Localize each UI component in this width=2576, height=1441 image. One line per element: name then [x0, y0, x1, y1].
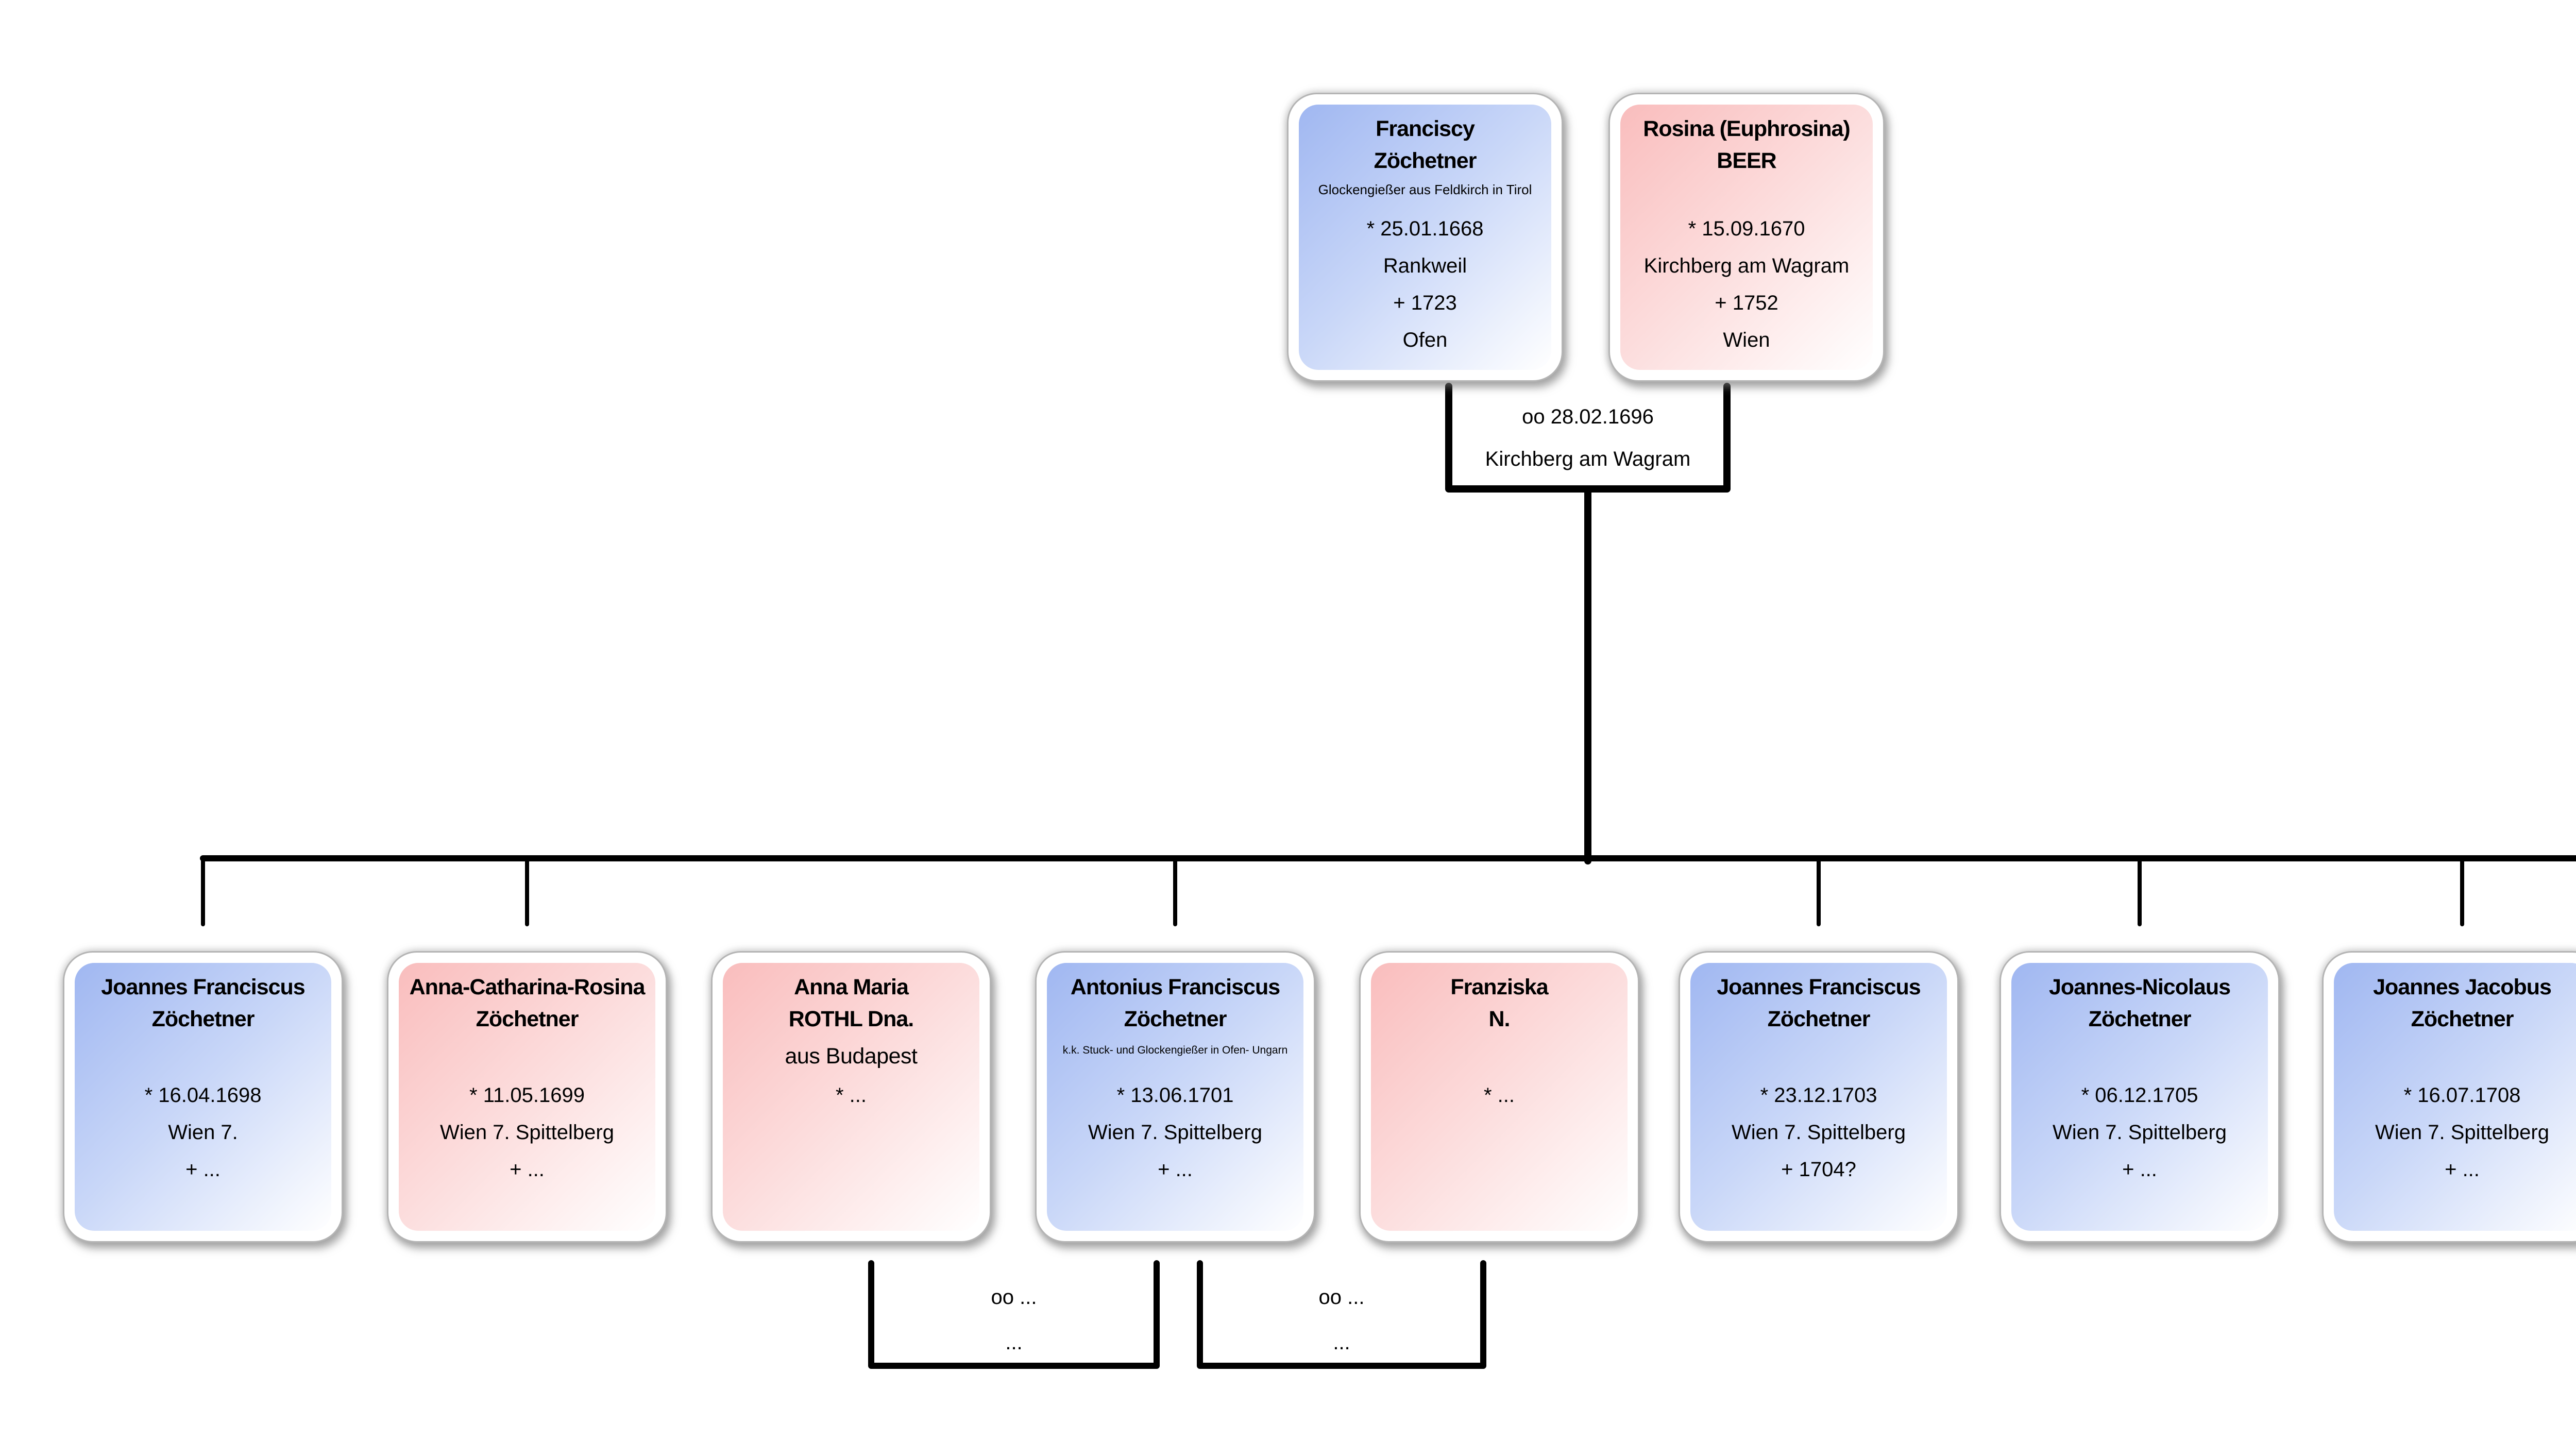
person-card-child-5: Joannes-Nicolaus Zöchetner * 06.12.1705 …: [1999, 951, 2280, 1243]
person-card-spouse-1: Anna Maria ROTHL Dna. aus Budapest * ...: [711, 951, 991, 1243]
person-panel: Antonius Franciscus Zöchetner k.k. Stuck…: [1047, 963, 1303, 1231]
person-name: Rosina (Euphrosina) BEER: [1643, 116, 1850, 173]
second-marriage-bracket: [1197, 1260, 1486, 1369]
person-dates: * 25.01.1668 Rankweil + 1723 Ofen: [1366, 217, 1484, 351]
person-dates: * 11.05.1699 Wien 7. Spittelberg + ...: [440, 1084, 614, 1181]
second-marriage-label: oo ... ...: [1318, 1286, 1365, 1354]
person-card-child-3: Antonius Franciscus Zöchetner k.k. Stuck…: [1035, 951, 1315, 1243]
person-name: Franziska N.: [1450, 975, 1548, 1031]
person-card-child-6: Joannes Jacobus Zöchetner * 16.07.1708 W…: [2322, 951, 2576, 1243]
person-name: Franciscy Zöchetner: [1374, 116, 1477, 173]
person-origin: aus Budapest: [785, 1044, 918, 1069]
person-dates: * 13.06.1701 Wien 7. Spittelberg + ...: [1088, 1084, 1262, 1181]
person-dates: * ...: [835, 1084, 867, 1107]
person-dates: * 15.09.1670 Kirchberg am Wagram + 1752 …: [1643, 217, 1850, 351]
person-panel: Joannes Franciscus Zöchetner * 23.12.170…: [1690, 963, 1947, 1231]
person-name: Anna Maria ROTHL Dna.: [788, 975, 914, 1031]
person-name: Joannes Jacobus Zöchetner: [2373, 975, 2552, 1031]
person-panel: Franziska N. * ...: [1371, 963, 1628, 1231]
first-marriage-bracket: [868, 1260, 1160, 1369]
person-dates: * 16.04.1698 Wien 7. + ...: [144, 1084, 262, 1181]
person-panel: Anna-Catharina-Rosina Zöchetner * 11.05.…: [399, 963, 655, 1231]
person-name: Anna-Catharina-Rosina Zöchetner: [409, 975, 646, 1031]
person-panel: Joannes-Nicolaus Zöchetner * 06.12.1705 …: [2011, 963, 2268, 1231]
parents-marriage-label: oo 28.02.1696 Kirchberg am Wagram: [1485, 405, 1691, 470]
person-card-child-1: Joannes Franciscus Zöchetner * 16.04.169…: [63, 951, 343, 1243]
person-name: Joannes Franciscus Zöchetner: [101, 975, 305, 1031]
person-name: Joannes Franciscus Zöchetner: [1717, 975, 1921, 1031]
person-occupation: Glockengießer aus Feldkirch in Tirol: [1318, 182, 1532, 197]
person-card-child-2: Anna-Catharina-Rosina Zöchetner * 11.05.…: [387, 951, 667, 1243]
person-card-father: Franciscy Zöchetner Glockengießer aus Fe…: [1287, 93, 1563, 382]
person-card-mother: Rosina (Euphrosina) BEER * 15.09.1670 Ki…: [1608, 93, 1885, 382]
person-card-spouse-2: Franziska N. * ...: [1359, 951, 1639, 1243]
person-name: Antonius Franciscus Zöchetner: [1070, 975, 1280, 1031]
person-card-child-4: Joannes Franciscus Zöchetner * 23.12.170…: [1679, 951, 1959, 1243]
first-marriage-label: oo ... ...: [991, 1286, 1037, 1354]
person-panel: Anna Maria ROTHL Dna. aus Budapest * ...: [723, 963, 979, 1231]
person-panel: Joannes Franciscus Zöchetner * 16.04.169…: [75, 963, 331, 1231]
person-panel: Joannes Jacobus Zöchetner * 16.07.1708 W…: [2334, 963, 2576, 1231]
person-dates: * 06.12.1705 Wien 7. Spittelberg + ...: [2053, 1084, 2227, 1181]
person-name: Joannes-Nicolaus Zöchetner: [2049, 975, 2231, 1031]
person-dates: * 23.12.1703 Wien 7. Spittelberg + 1704?: [1732, 1084, 1906, 1181]
person-dates: * 16.07.1708 Wien 7. Spittelberg + ...: [2375, 1084, 2549, 1181]
person-occupation: k.k. Stuck- und Glockengießer in Ofen- U…: [1062, 1044, 1288, 1056]
person-dates: * ...: [1483, 1084, 1515, 1107]
person-panel: Rosina (Euphrosina) BEER * 15.09.1670 Ki…: [1620, 105, 1873, 370]
person-panel: Franciscy Zöchetner Glockengießer aus Fe…: [1299, 105, 1551, 370]
